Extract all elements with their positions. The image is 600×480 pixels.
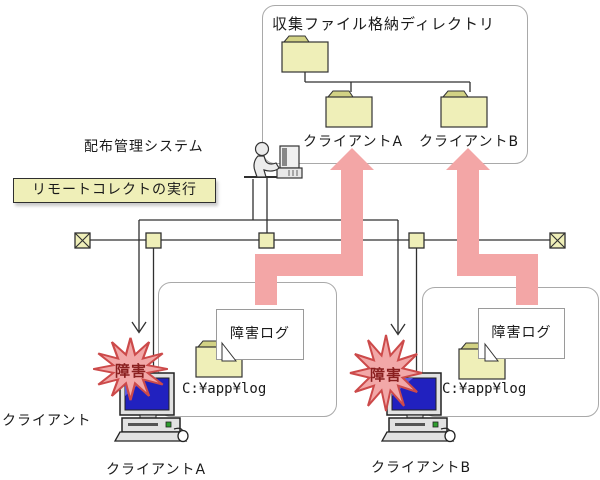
root-folder-icon bbox=[281, 35, 329, 73]
log-path-b: C:¥app¥log bbox=[442, 381, 527, 397]
client-b-folder-icon bbox=[440, 90, 488, 128]
operator-head bbox=[254, 141, 270, 157]
operator-at-terminal-icon bbox=[244, 141, 303, 179]
fault-badge-b: 障害 bbox=[369, 366, 402, 384]
storage-directory-title: 収集ファイル格納ディレクトリ bbox=[272, 15, 495, 33]
arrowhead-down-a-icon bbox=[131, 321, 147, 334]
fault-badge-a: 障害 bbox=[114, 362, 147, 380]
fault-log-note-b: 障害ログ bbox=[478, 308, 565, 359]
bus-hardware bbox=[74, 232, 566, 249]
remote-collect-action-box: リモートコレクトの実行 bbox=[13, 178, 216, 203]
fault-log-note-a: 障害ログ bbox=[216, 309, 304, 360]
bus-terminator-right-icon bbox=[549, 232, 566, 249]
collect-arrows bbox=[255, 148, 538, 305]
collect-arrow-a bbox=[255, 148, 374, 305]
arrowhead-down-b-icon bbox=[390, 323, 406, 336]
bus-node-manager-icon bbox=[258, 232, 275, 249]
bus-terminator-left-icon bbox=[74, 232, 91, 249]
directory-tree-lines bbox=[304, 72, 471, 92]
collect-arrow-b bbox=[446, 148, 538, 305]
operator-body bbox=[253, 155, 280, 178]
client-b-name-label: クライアントB bbox=[371, 460, 472, 476]
collect-directory-panel bbox=[262, 5, 528, 164]
log-path-a: C:¥app¥log bbox=[182, 381, 267, 397]
client-a-folder-icon bbox=[325, 90, 373, 128]
client-a-name-label: クライアントA bbox=[106, 462, 207, 478]
bus-node-a-icon bbox=[145, 232, 162, 249]
client-group-label: クライアント bbox=[2, 413, 92, 429]
distribution-system-label: 配布管理システム bbox=[84, 139, 204, 155]
storage-folder-a-label: クライアントA bbox=[303, 134, 404, 150]
bus-node-b-icon bbox=[408, 232, 425, 249]
storage-folder-b-label: クライアントB bbox=[419, 134, 520, 150]
terminal-unit bbox=[276, 167, 303, 179]
